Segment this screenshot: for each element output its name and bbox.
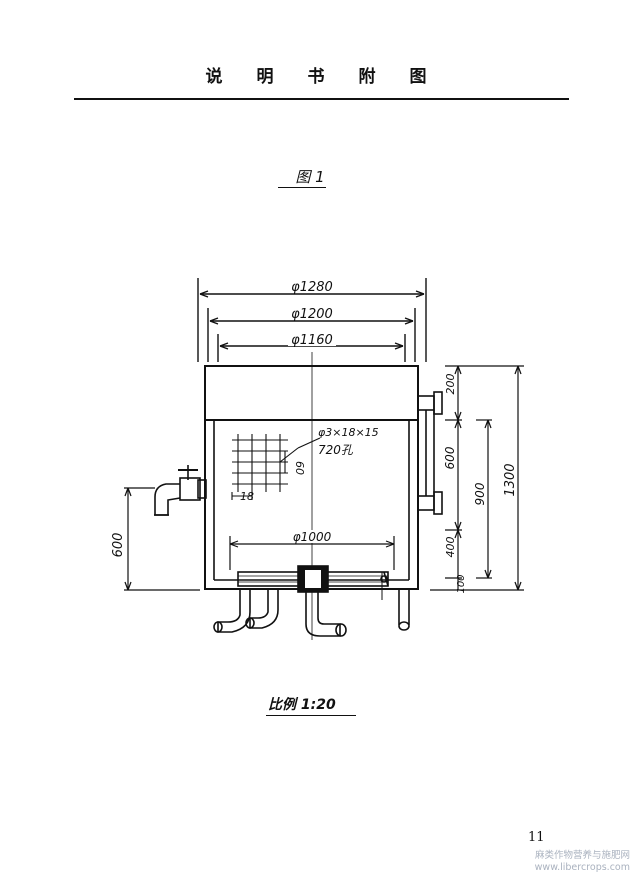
top-dimensions (197, 278, 427, 362)
right-seg-top-label: 200 (444, 374, 457, 395)
page-number: 11 (528, 830, 545, 845)
figure-label: 图 1 (295, 168, 325, 186)
header-divider (74, 98, 569, 100)
tank-body (204, 365, 419, 590)
left-height-label: 600 (111, 533, 126, 558)
watermark-line-2: www.libercrops.com (534, 862, 630, 873)
faucet (154, 465, 207, 516)
dim-inner-diameter: φ1160 (291, 333, 333, 348)
hole-spacing-label: 18 (240, 490, 254, 503)
bottom-pipe-assembly (213, 565, 410, 637)
bottom-diameter-label: φ1000 (293, 530, 332, 544)
right-dimensions (430, 365, 524, 591)
right-seg-bottom-label: 100 (456, 574, 467, 593)
left-height-dim (124, 487, 200, 591)
right-seg-low-label: 400 (444, 537, 457, 558)
level-gauge (417, 391, 443, 515)
right-total-label: 1300 (503, 463, 518, 496)
right-inner-total-label: 900 (473, 482, 487, 505)
perforated-grid (231, 434, 321, 500)
watermark: 麻类作物营养与施肥网 www.libercrops.com (506, 850, 630, 874)
dim-outer-diameter: φ1280 (291, 280, 333, 295)
right-seg-mid-label: 600 (443, 446, 457, 469)
page-title: 说明书附图 (205, 67, 461, 87)
hole-spec-label: φ3×18×15 (318, 426, 379, 439)
figure-label-underline (278, 187, 326, 188)
scale-label: 比例 1:20 (268, 697, 336, 713)
scale-underline (266, 715, 356, 716)
dim-mid-diameter: φ1200 (291, 307, 333, 322)
hole-count-label: 720孔 (318, 443, 354, 457)
watermark-line-1: 麻类作物营养与施肥网 (534, 850, 630, 861)
bottom-diameter-dim (229, 530, 395, 570)
hole-row-spacing-label: 60 (293, 461, 306, 475)
